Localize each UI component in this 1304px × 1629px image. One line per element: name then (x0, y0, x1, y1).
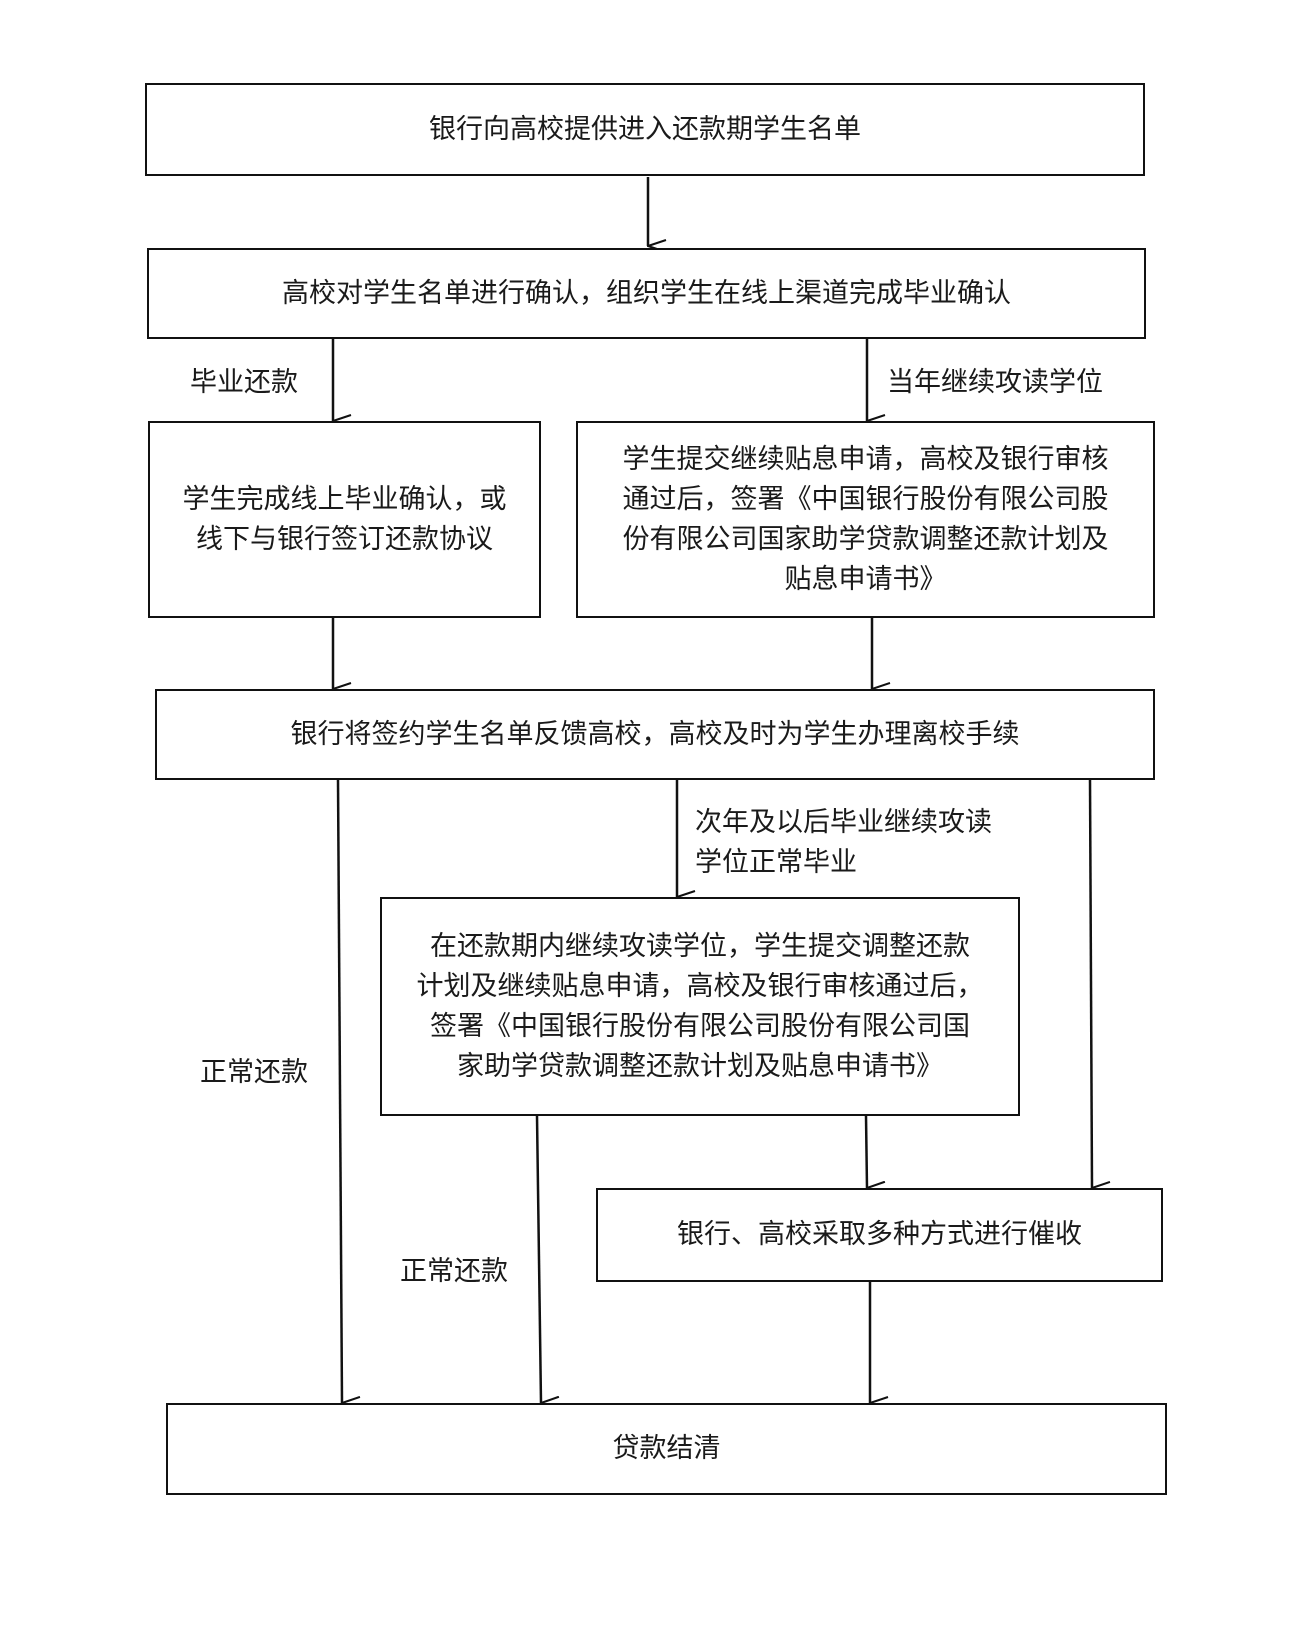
edge-label-graduate-repay: 毕业还款 (190, 367, 298, 398)
edge-label-line: 次年及以后毕业继续攻读 (695, 807, 992, 838)
node-loan-settled: 贷款结清 (166, 1403, 1167, 1495)
edge-label-line: 学位正常毕业 (695, 847, 857, 878)
node-bank-feedback-school: 银行将签约学生名单反馈高校，高校及时为学生办理离校手续 (155, 689, 1155, 780)
node-text: 银行、高校采取多种方式进行催收 (677, 1219, 1082, 1250)
node-text-line: 签署《中国银行股份有限公司股份有限公司国 (430, 1010, 970, 1042)
node-collection: 银行、高校采取多种方式进行催收 (596, 1188, 1163, 1282)
node-text-line: 计划及继续贴息申请，高校及银行审核通过后， (416, 970, 984, 1002)
node-text-line: 学生完成线上毕业确认，或 (182, 483, 507, 515)
node-continue-study-in-repayment: 在还款期内继续攻读学位，学生提交调整还款 计划及继续贴息申请，高校及银行审核通过… (380, 897, 1020, 1116)
node-text-line: 通过后，签署《中国银行股份有限公司股 (622, 483, 1109, 515)
node-student-submits-subsidy: 学生提交继续贴息申请，高校及银行审核 通过后，签署《中国银行股份有限公司股 份有… (576, 421, 1155, 618)
arrow-n5-n7 (1088, 779, 1092, 1188)
arrow-n6-n8 (535, 1115, 541, 1403)
node-text: 高校对学生名单进行确认，组织学生在线上渠道完成毕业确认 (282, 277, 1011, 309)
arrow-n6-n7 (864, 1115, 867, 1188)
node-text-line: 家助学贷款调整还款计划及贴息申请书》 (457, 1050, 943, 1082)
edge-label-normal-repay-2: 正常还款 (400, 1256, 508, 1287)
node-text-line: 线下与银行签订还款协议 (196, 523, 493, 555)
node-text: 银行向高校提供进入还款期学生名单 (429, 113, 861, 145)
node-school-confirms-list: 高校对学生名单进行确认，组织学生在线上渠道完成毕业确认 (147, 248, 1146, 339)
node-text: 银行将签约学生名单反馈高校，高校及时为学生办理离校手续 (290, 718, 1020, 750)
edge-label-normal-repay-1: 正常还款 (200, 1057, 308, 1088)
node-bank-provides-list: 银行向高校提供进入还款期学生名单 (145, 83, 1145, 176)
edge-label-next-year: 次年及以后毕业继续攻读 学位正常毕业 (695, 803, 992, 883)
node-text-line: 贴息申请书》 (784, 563, 947, 595)
node-student-confirms-graduation: 学生完成线上毕业确认，或 线下与银行签订还款协议 (148, 421, 541, 618)
node-text-line: 学生提交继续贴息申请，高校及银行审核 (622, 443, 1109, 475)
edge-label-continue-same-year: 当年继续攻读学位 (887, 367, 1103, 398)
node-text-line: 在还款期内继续攻读学位，学生提交调整还款 (430, 930, 970, 962)
arrow-n5-n8 (336, 779, 342, 1403)
node-text-line: 份有限公司国家助学贷款调整还款计划及 (622, 523, 1109, 555)
node-text: 贷款结清 (612, 1433, 721, 1464)
